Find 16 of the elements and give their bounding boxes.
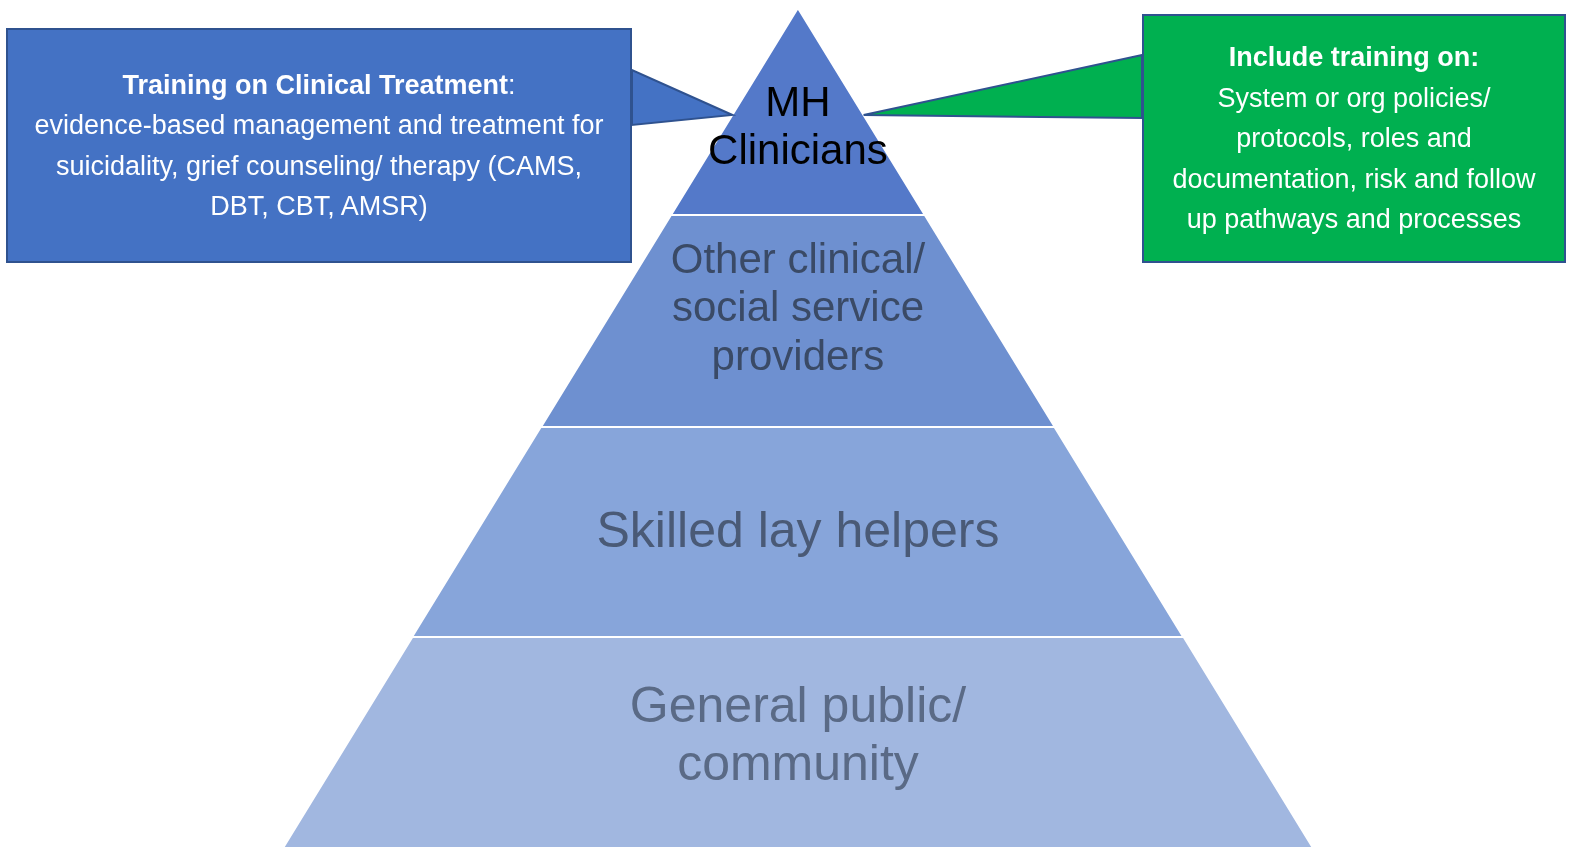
callout-heading: Training on Clinical Treatment: <box>122 68 516 102</box>
callout-pointer <box>862 53 1143 119</box>
callout-box <box>6 28 632 263</box>
tier-label: Other clinical/ social service providers <box>669 235 927 380</box>
tier-label: MH Clinicians <box>707 78 889 175</box>
tier-label: Skilled lay helpers <box>595 502 1001 560</box>
callout-text: System or org policies/ protocols, roles and documentation, risk and follow up pathways and processes <box>1171 81 1537 237</box>
callout-box <box>1142 14 1566 263</box>
callout-pointer <box>631 68 737 127</box>
tier-label: General public/ community <box>628 677 968 792</box>
pyramid-tier <box>541 215 1055 427</box>
pyramid-base-tier <box>283 637 1313 848</box>
callout-heading: Include training on: <box>1228 41 1480 75</box>
callout-text: evidence-based management and treatment for suicidality, grief counseling/ therapy (CAMS, DBT, CBT, AMSR) <box>33 109 605 223</box>
pyramid-top-tier <box>671 8 925 215</box>
pyramid-tier <box>412 427 1184 637</box>
